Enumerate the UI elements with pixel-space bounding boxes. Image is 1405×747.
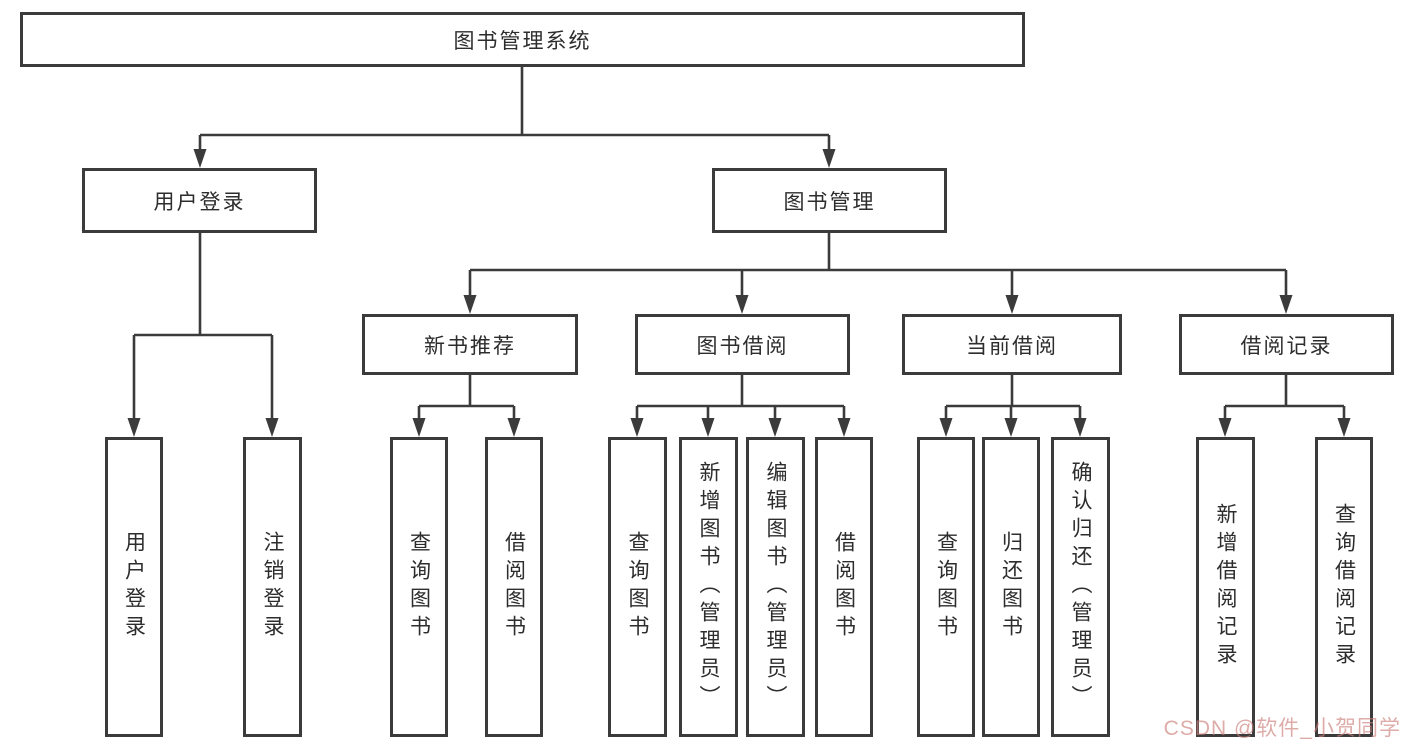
leaf-query-borrow-record-label: 查询借阅记录 — [1332, 503, 1356, 671]
leaf-query-books-recommend: 查询图书 — [390, 437, 448, 737]
leaf-add-book-admin-label: 新增图书（管理员） — [697, 461, 720, 713]
leaf-edit-book-admin: 编辑图书（管理员） — [746, 437, 805, 737]
node-root-label: 图书管理系统 — [453, 29, 592, 53]
node-borrow-records: 借阅记录 — [1179, 314, 1394, 375]
leaf-confirm-return-admin: 确认归还（管理员） — [1051, 437, 1110, 737]
node-book-borrow-label: 图书借阅 — [696, 334, 789, 358]
leaf-borrow-books-recommend: 借阅图书 — [485, 437, 543, 737]
csdn-watermark: CSDN @软件_小贺同学 — [1163, 717, 1401, 740]
leaf-add-borrow-record-label: 新增借阅记录 — [1214, 503, 1237, 671]
node-user-login: 用户登录 — [82, 168, 317, 233]
leaf-user-login: 用户登录 — [105, 437, 163, 737]
leaf-add-borrow-record: 新增借阅记录 — [1196, 437, 1255, 737]
leaf-query-books-current-label: 查询图书 — [934, 531, 958, 643]
node-book-management-label: 图书管理 — [783, 190, 876, 214]
leaf-query-books-current: 查询图书 — [917, 437, 975, 737]
leaf-confirm-return-admin-label: 确认归还（管理员） — [1069, 461, 1092, 713]
leaf-edit-book-admin-label: 编辑图书（管理员） — [764, 461, 787, 713]
leaf-borrow-books-recommend-label: 借阅图书 — [502, 531, 526, 643]
leaf-query-borrow-record: 查询借阅记录 — [1315, 437, 1373, 737]
node-current-borrow: 当前借阅 — [902, 314, 1122, 375]
leaf-return-books-label: 归还图书 — [999, 531, 1023, 643]
leaf-query-books-recommend-label: 查询图书 — [407, 531, 431, 643]
node-current-borrow-label: 当前借阅 — [966, 334, 1058, 358]
node-new-book-recommend-label: 新书推荐 — [424, 334, 516, 358]
leaf-query-books-borrow-label: 查询图书 — [626, 531, 649, 643]
leaf-add-book-admin: 新增图书（管理员） — [679, 437, 738, 737]
node-book-borrow: 图书借阅 — [635, 314, 850, 375]
leaf-logout-login-label: 注销登录 — [261, 531, 284, 643]
leaf-query-books-borrow: 查询图书 — [608, 437, 667, 737]
node-new-book-recommend: 新书推荐 — [362, 314, 578, 375]
leaf-borrow-books-label: 借阅图书 — [832, 531, 856, 643]
leaf-user-login-label: 用户登录 — [122, 531, 146, 643]
leaf-logout-login: 注销登录 — [243, 437, 302, 737]
node-user-login-label: 用户登录 — [153, 190, 246, 214]
leaf-return-books: 归还图书 — [982, 437, 1040, 737]
node-root: 图书管理系统 — [20, 12, 1025, 67]
node-borrow-records-label: 借阅记录 — [1240, 334, 1333, 358]
node-book-management: 图书管理 — [712, 168, 947, 233]
leaf-borrow-books: 借阅图书 — [815, 437, 873, 737]
